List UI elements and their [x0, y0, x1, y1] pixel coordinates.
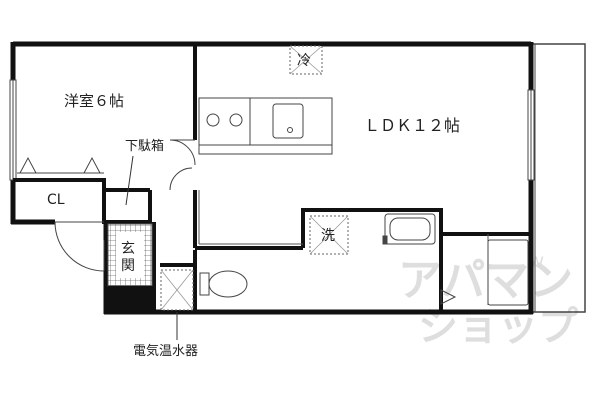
- interior-walls: [13, 44, 531, 312]
- western-room-label: 洋室６帖: [64, 92, 124, 110]
- entrance-label-bottom: 関: [121, 258, 135, 274]
- fridge-label: 冷: [297, 53, 311, 69]
- shoe-box-label: 下駄箱: [125, 138, 164, 154]
- kitchen-counter: [198, 97, 333, 155]
- water-heater-label: 電気温水器: [133, 343, 198, 359]
- shoe-box-leader: [125, 155, 134, 206]
- washer-label: 洗: [321, 228, 335, 244]
- washer-spot: 洗: [309, 215, 349, 255]
- toilet-icon: [199, 270, 248, 298]
- entrance-floor: [107, 223, 154, 312]
- entrance-label-top: 玄: [121, 240, 135, 257]
- closet-shelf: [17, 156, 104, 174]
- bathtub-icon: [487, 239, 529, 306]
- door-swings: [54, 139, 457, 305]
- sink-icon: [272, 103, 304, 139]
- washbasin-icon: [382, 213, 436, 245]
- watermark-line1: アパマン: [398, 255, 573, 306]
- closet-label: CL: [47, 192, 65, 208]
- fridge-spot: 冷: [289, 45, 323, 75]
- burner-icon: [229, 113, 243, 127]
- ldk-label: ＬＤＫ１２帖: [364, 116, 460, 135]
- water-heater-spot: [160, 269, 194, 340]
- burner-icon: [206, 113, 220, 127]
